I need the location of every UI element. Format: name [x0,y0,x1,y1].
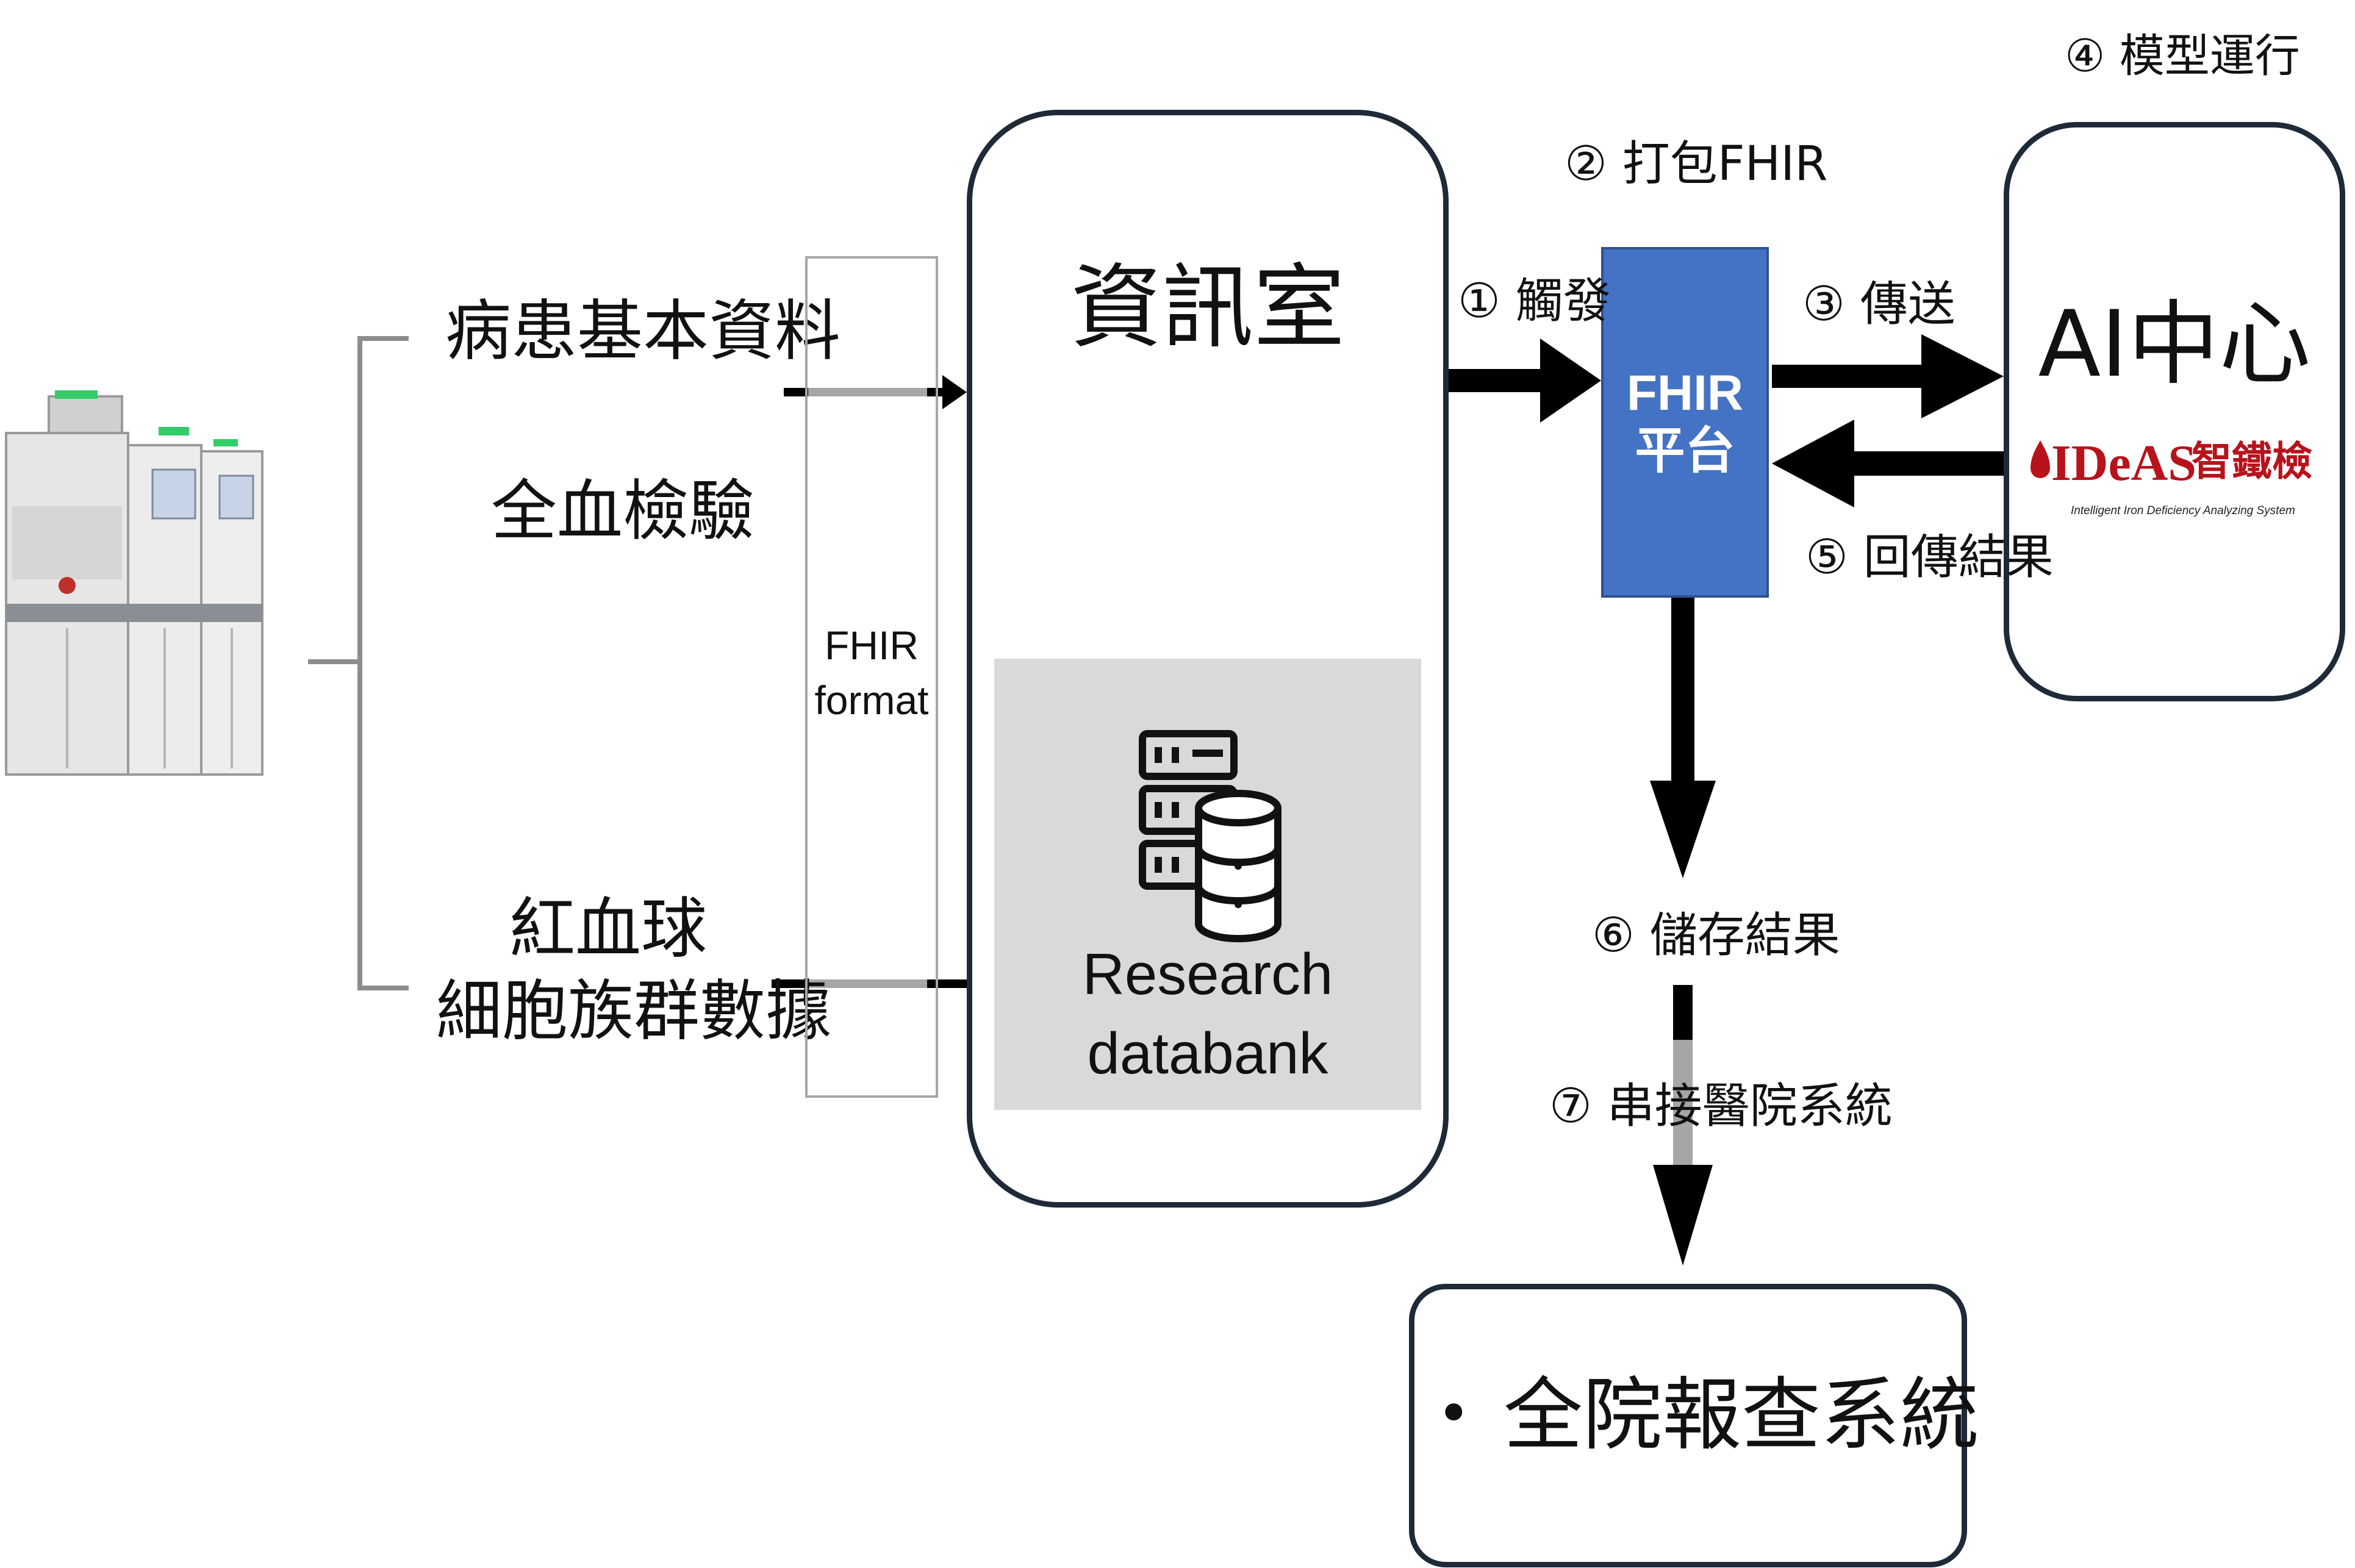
fhir-format-label-line1: FHIR [825,623,919,668]
fhir-format-column [805,256,938,1098]
info-room-title: 資訊室 [1070,255,1345,361]
ai-center-box [2004,122,2345,701]
patient-basic-data-label: 病患基本資料 [445,293,841,370]
step7-hospital-integration-label: ⑦ 串接醫院系統 [1549,1079,1893,1134]
rbc-label-line1: 紅血球 [509,891,708,967]
research-databank-line1: Research [1082,942,1333,1007]
step4-model-run-label: ④ 模型運行 [2065,30,2300,82]
fhir-platform-label-line2: 平台 [1635,423,1735,479]
fhir-format-label-line2: format [814,678,929,723]
report-system-label: 全院報查系統 [1504,1369,1980,1461]
step2-package-fhir-label: ② 打包FHIR [1565,137,1828,192]
step3-send-label: ③ 傳送 [1802,277,1955,332]
step5-return-result-label: ⑤ 回傳結果 [1805,530,2054,585]
step6-store-result-label: ⑥ 儲存結果 [1592,908,1840,963]
ideas-logo-subtitle: Intelligent Iron Deficiency Analyzing Sy… [2071,504,2295,517]
fhir-platform-label-line1: FHIR [1626,365,1744,421]
cbc-label: 全血檢驗 [491,473,755,550]
ai-center-title: AI中心 [2038,292,2311,398]
fhir-platform-box: FHIR 平台 [1601,247,1769,598]
server-database-icon [1138,729,1284,948]
step1-trigger-label: ① 觸發 [1458,274,1611,329]
ideas-logo: IDeAS 智鐵檢 Intelligent Iron Deficiency An… [2028,427,2333,531]
ideas-logo-text: IDeAS [2051,435,2197,492]
ideas-logo-chinese: 智鐵檢 [2192,438,2312,485]
report-system-box [1409,1284,1967,1567]
hematology-analyzer-image [0,384,268,787]
report-system-bullet: • [1436,1380,1471,1448]
research-databank-line2: databank [1087,1021,1328,1086]
rbc-label-line2: 細胞族群數據 [436,973,832,1050]
